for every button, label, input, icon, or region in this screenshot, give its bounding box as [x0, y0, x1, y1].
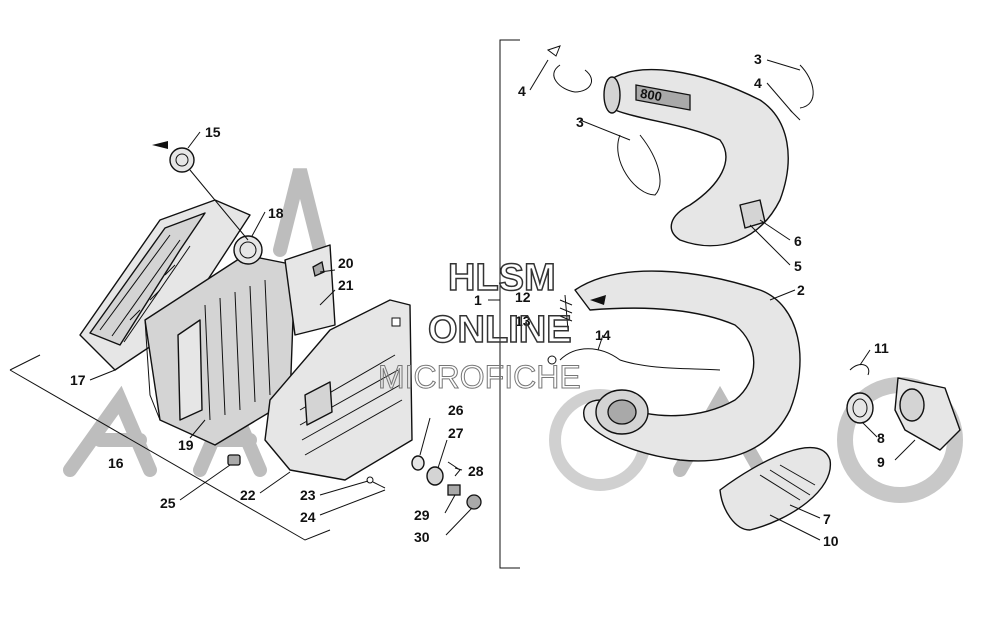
callout-2: 2 — [797, 282, 805, 298]
callout-9: 11 — [874, 340, 889, 356]
callout-25: 25 — [160, 495, 176, 511]
callout-29: 29 — [414, 507, 430, 523]
callout-3b: 3 — [754, 51, 762, 67]
assembly-bracket-right — [499, 39, 520, 569]
callout-7: 7 — [823, 511, 831, 527]
callout-16: 16 — [108, 455, 124, 471]
callout-15: 15 — [205, 124, 221, 140]
part-25-drain-plug — [227, 454, 241, 466]
callout-20: 20 — [338, 255, 354, 271]
part-9-spring — [849, 364, 870, 376]
muffler-badge: 800 — [639, 86, 663, 105]
part-14-cable — [547, 348, 721, 371]
callout-11: 9 — [877, 454, 885, 470]
part-11-manifold — [894, 377, 961, 451]
callout-6: 6 — [794, 233, 802, 249]
assembly-frame-16 — [9, 354, 331, 541]
part-21-22-silencer-cover — [264, 299, 413, 481]
callout-14: 14 — [595, 327, 611, 343]
callout-4b: 4 — [754, 75, 762, 91]
callout-12: 12 — [515, 289, 531, 305]
callout-26: 26 — [448, 402, 464, 418]
callout-22: 22 — [240, 487, 256, 503]
callout-13: 13 — [515, 313, 531, 329]
part-18-grommet — [233, 235, 263, 265]
part-10-gasket — [846, 392, 874, 424]
part-12-13-spring — [559, 294, 606, 331]
callout-27: 27 — [448, 425, 464, 441]
callout-numbers: 15 18 20 21 17 19 16 25 22 23 24 26 27 2… — [70, 51, 889, 549]
callout-8: 10 — [823, 533, 839, 549]
callout-24: 24 — [300, 509, 316, 525]
part-7-8-heat-shield — [719, 446, 831, 531]
part-15-grommet — [152, 141, 249, 241]
callout-5: 5 — [794, 258, 802, 274]
leader-lines — [89, 59, 916, 541]
callout-19: 19 — [178, 437, 194, 453]
callout-23: 23 — [300, 487, 316, 503]
callout-28: 28 — [468, 463, 484, 479]
part-20-heat-shield — [284, 244, 336, 336]
callout-10: 8 — [877, 430, 885, 446]
watermark-online: ONLINE — [428, 309, 572, 351]
callout-4a: 4 — [518, 83, 526, 99]
watermark: HLSM ONLINE MICROFICHE — [378, 256, 582, 395]
part-6-muffler — [603, 68, 789, 247]
part-2-expansion-chamber — [574, 270, 801, 462]
callout-1: 1 — [474, 292, 482, 308]
callout-3a: 3 — [576, 114, 584, 130]
callout-18: 18 — [268, 205, 284, 221]
callout-17: 17 — [70, 372, 86, 388]
part-17-silencer-housing — [79, 199, 251, 371]
callout-30: 30 — [414, 529, 430, 545]
callout-21: 21 — [338, 277, 354, 293]
watermark-microfiche: MICROFICHE — [378, 359, 581, 395]
watermark-hlsm: HLSM — [448, 257, 556, 299]
hardware-23-30 — [366, 455, 482, 510]
